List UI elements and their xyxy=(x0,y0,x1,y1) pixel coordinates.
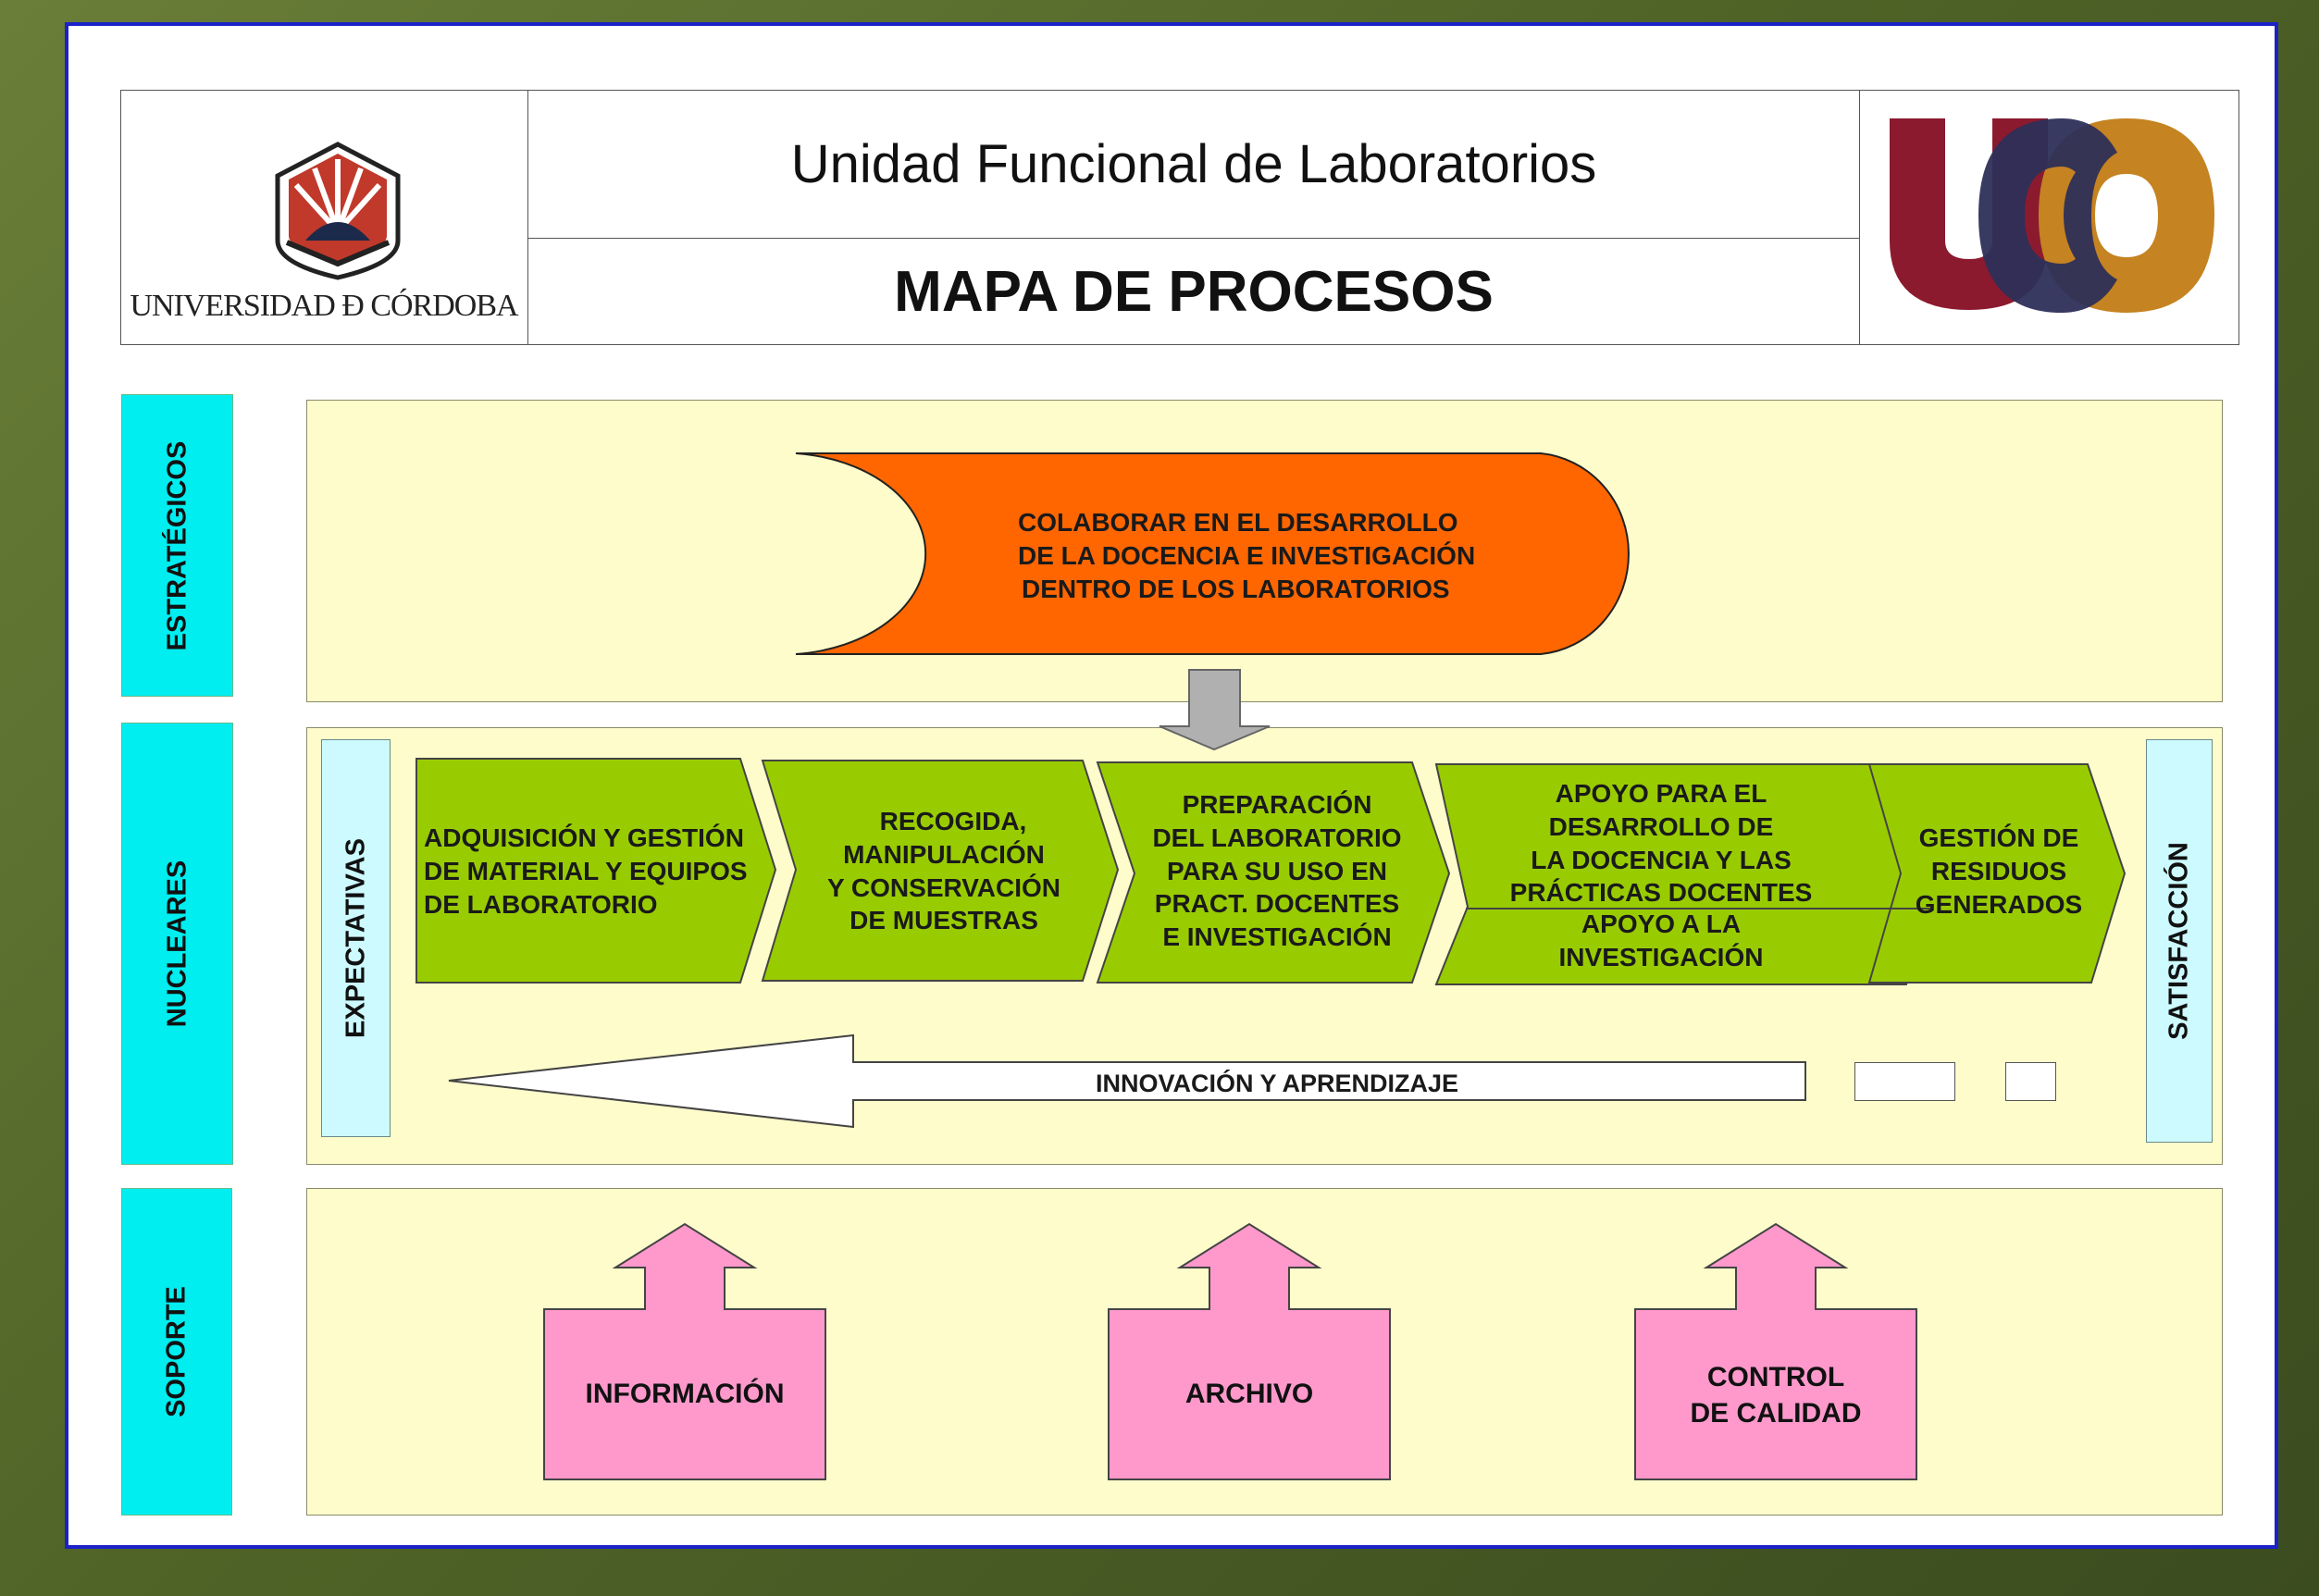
feedback-segment-box xyxy=(2005,1062,2056,1101)
strategic-process-shape xyxy=(795,452,1630,655)
core-process-1-shape xyxy=(415,758,777,984)
support-line: ARCHIVO xyxy=(1184,1379,1314,1409)
process-line: RECOGIDA, xyxy=(879,807,1027,835)
support-process-1-shape xyxy=(543,1222,826,1480)
process-line: PRACT. DOCENTES xyxy=(1154,889,1400,919)
support-line: CONTROL xyxy=(1706,1362,1845,1392)
support-line: INFORMACIÓN xyxy=(585,1379,785,1409)
satisfaction-box: SATISFACCIÓN xyxy=(2146,739,2213,1143)
strategic-process-label: COLABORAR EN EL DESARROLLO DE LA DOCENCI… xyxy=(1018,506,1475,605)
band-label-text: NUCLEARES xyxy=(162,860,192,1028)
process-line: DE MUESTRAS xyxy=(849,906,1038,935)
core-process-4-bottom-label: APOYO A LA INVESTIGACIÓN xyxy=(1471,908,1851,974)
process-line: DEL LABORATORIO xyxy=(1152,823,1402,852)
core-process-1-label: ADQUISICIÓN Y GESTIÓN DE MATERIAL Y EQUI… xyxy=(424,822,748,921)
university-name: UNIVERSIDAD Đ CÓRDOBA xyxy=(130,289,518,323)
support-process-2-shape xyxy=(1108,1222,1391,1480)
support-process-2-label: ARCHIVO xyxy=(1110,1376,1388,1412)
support-process-1-label: INFORMACIÓN xyxy=(546,1376,824,1412)
core-process-3-shape xyxy=(1096,761,1451,984)
process-line: DESARROLLO DE xyxy=(1548,811,1774,841)
process-line: ADQUISICIÓN Y GESTIÓN xyxy=(424,823,744,852)
band-label-nucleares: NUCLEARES xyxy=(121,723,233,1165)
feedback-label: INNOVACIÓN Y APRENDIZAJE xyxy=(1095,1070,1459,1097)
strategic-line: DENTRO DE LOS LABORATORIOS xyxy=(1022,574,1450,603)
process-line: PRÁCTICAS DOCENTES xyxy=(1509,878,1813,908)
support-line: DE CALIDAD xyxy=(1690,1398,1862,1429)
process-line: Y CONSERVACIÓN xyxy=(826,872,1061,902)
expectations-label: EXPECTATIVAS xyxy=(341,838,370,1038)
header-divider xyxy=(527,238,1860,239)
support-process-3-label: CONTROL DE CALIDAD xyxy=(1637,1359,1915,1431)
page-title: Unidad Funcional de Laboratorios xyxy=(790,133,1597,194)
process-line: E INVESTIGACIÓN xyxy=(1162,922,1392,952)
core-process-2-shape xyxy=(761,760,1120,982)
core-process-chain xyxy=(415,758,2127,985)
process-line: INVESTIGACIÓN xyxy=(1558,942,1764,971)
core-process-2-label: RECOGIDA, MANIPULACIÓN Y CONSERVACIÓN DE… xyxy=(805,805,1083,937)
band-label-text: SOPORTE xyxy=(161,1286,192,1417)
process-line: DE MATERIAL Y EQUIPOS xyxy=(424,856,748,885)
strategic-line: COLABORAR EN EL DESARROLLO xyxy=(1018,508,1458,537)
process-line: APOYO A LA xyxy=(1581,909,1742,938)
core-process-5-label: GESTIÓN DE RESIDUOS GENERADOS xyxy=(1879,822,2119,921)
process-line: PARA SU USO EN xyxy=(1166,856,1388,885)
process-line: GENERADOS xyxy=(1915,889,2083,919)
down-arrow-icon xyxy=(1159,669,1271,751)
strategic-line: DE LA DOCENCIA E INVESTIGACIÓN xyxy=(1018,540,1476,570)
header-title-cell xyxy=(527,90,1860,345)
process-line: DE LABORATORIO xyxy=(424,889,658,919)
page-subtitle: MAPA DE PROCESOS xyxy=(894,260,1494,324)
support-process-3-shape xyxy=(1634,1222,1917,1480)
uco-logo xyxy=(1890,118,2214,313)
process-line: LA DOCENCIA Y LAS xyxy=(1531,845,1792,874)
band-label-text: ESTRATÉGICOS xyxy=(162,440,192,650)
process-line: RESIDUOS xyxy=(1930,856,2067,885)
expectations-box: EXPECTATIVAS xyxy=(321,739,391,1137)
process-line: MANIPULACIÓN xyxy=(843,839,1045,869)
band-label-estrategicos: ESTRATÉGICOS xyxy=(121,394,233,697)
process-line: APOYO PARA EL xyxy=(1555,779,1767,808)
core-process-5-shape xyxy=(1867,763,2127,984)
core-process-4-label: APOYO PARA EL DESARROLLO DE LA DOCENCIA … xyxy=(1471,777,1851,909)
university-crest-logo xyxy=(275,142,401,280)
satisfaction-label: SATISFACCIÓN xyxy=(2164,842,2194,1040)
core-process-3-label: PREPARACIÓN DEL LABORATORIO PARA SU USO … xyxy=(1138,788,1416,954)
band-label-soporte: SOPORTE xyxy=(121,1188,232,1516)
process-line: GESTIÓN DE xyxy=(1918,823,2079,852)
feedback-segment-box xyxy=(1854,1062,1955,1101)
feedback-arrow-icon xyxy=(448,1033,1806,1129)
process-line: PREPARACIÓN xyxy=(1182,790,1372,819)
